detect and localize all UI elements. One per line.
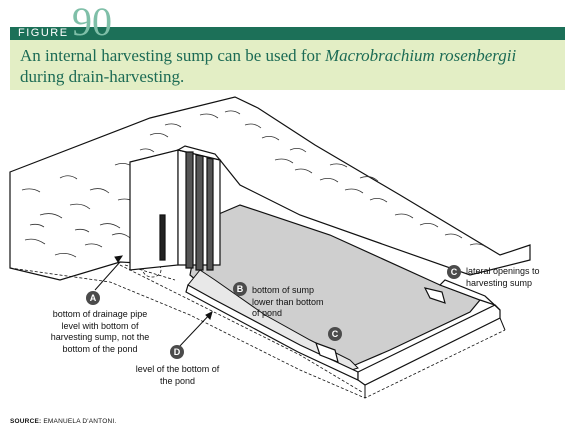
callout-b-text: bottom of sump lower than bottom of pond [252,285,324,318]
figure-number: 90 [72,0,112,44]
callout-arrows [94,255,213,349]
badge-c-1: C [447,265,461,279]
svg-text:A: A [90,293,97,303]
svg-text:D: D [174,347,181,357]
arrow-d [177,311,213,349]
callout-c-text: lateral openings to harvesting sump [466,266,540,288]
caption-part-2: during drain-harvesting. [20,67,185,86]
svg-text:B: B [237,284,244,294]
badge-b: B [233,282,247,296]
source-name: EMANUELA D'ANTONI. [43,418,117,425]
badge-a: A [86,291,100,305]
callout-d-text: level of the bottom of the pond [135,364,220,386]
source-label: SOURCE: [10,418,42,425]
callout-a-text: bottom of drainage pipe level with botto… [50,309,150,354]
badge-c-2: C [328,327,342,341]
caption-species-name: Macrobrachium rosenbergii [324,46,517,65]
ground-level-lines [9,264,506,399]
monk-structure [129,145,222,271]
ground-lines [364,317,506,398]
figure-caption: An internal harvesting sump can be used … [20,45,560,87]
figure-header-bar [10,27,565,40]
sump-wall [185,279,501,386]
caption-box [10,40,565,90]
source-credit: SOURCE: EMANUELA D'ANTONI. [10,418,116,425]
caption-part-1: An internal harvesting sump can be used … [20,46,325,65]
badge-d: D [170,345,184,359]
svg-text:C: C [451,267,458,277]
arrow-a [94,261,121,291]
figure-label: FIGURE [18,27,69,39]
svg-text:C: C [332,329,339,339]
